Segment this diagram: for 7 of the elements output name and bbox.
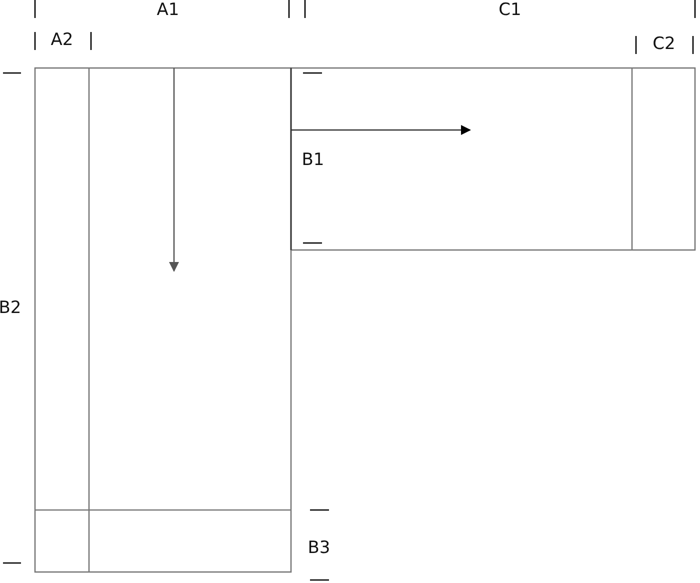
dimension-label: C1 [498, 0, 522, 20]
dimension-label: A1 [156, 0, 180, 20]
dimension-label: B3 [308, 538, 330, 558]
dimension-label: C2 [652, 34, 676, 54]
dimension-label: A2 [50, 30, 74, 50]
dimension-label: B1 [302, 150, 324, 170]
dimension-label: B2 [0, 298, 22, 318]
